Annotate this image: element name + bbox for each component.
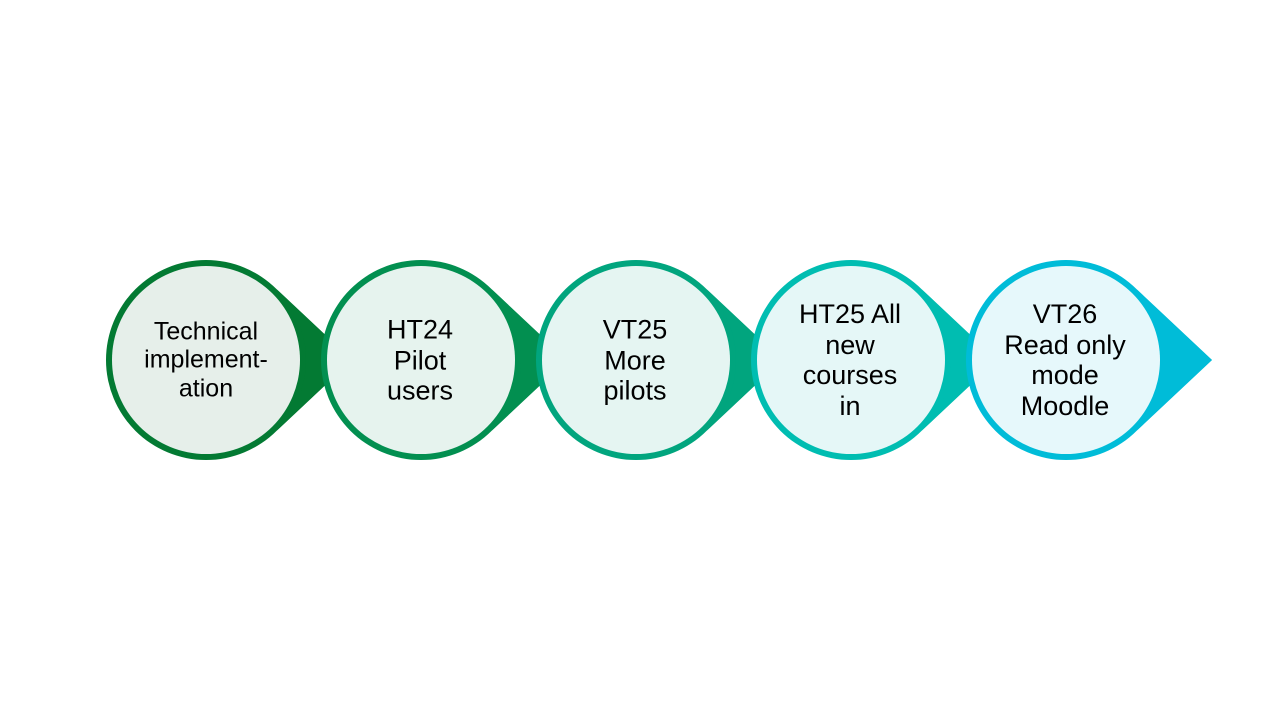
step-arrow-wedge [706,289,782,431]
step-inner-circle [112,266,300,454]
process-step-1 [105,259,352,460]
step-arrow-wedge [1136,289,1212,431]
process-step-3 [536,260,782,460]
step-label-vt26: VT26 Read only mode Moodle [1004,299,1126,421]
step-inner-circle [327,266,515,454]
process-step-2 [321,260,567,460]
process-step-5 [966,259,1212,460]
step-inner-circle [972,266,1160,454]
step-arrow-wedge [491,289,567,431]
step-arrow-wedge [276,289,352,431]
step-label-ht25: HT25 All new courses in [798,299,902,421]
step-inner-circle [542,266,730,454]
step-inner-circle [757,266,945,454]
process-step-4 [751,259,997,460]
step-label-vt25: VT25 More pilots [602,314,668,406]
step-arrow-wedge [921,289,997,431]
step-label-ht24: HT24 Pilot users [386,314,454,406]
step-label-technical-implementation: Technical implement- ation [144,317,268,403]
